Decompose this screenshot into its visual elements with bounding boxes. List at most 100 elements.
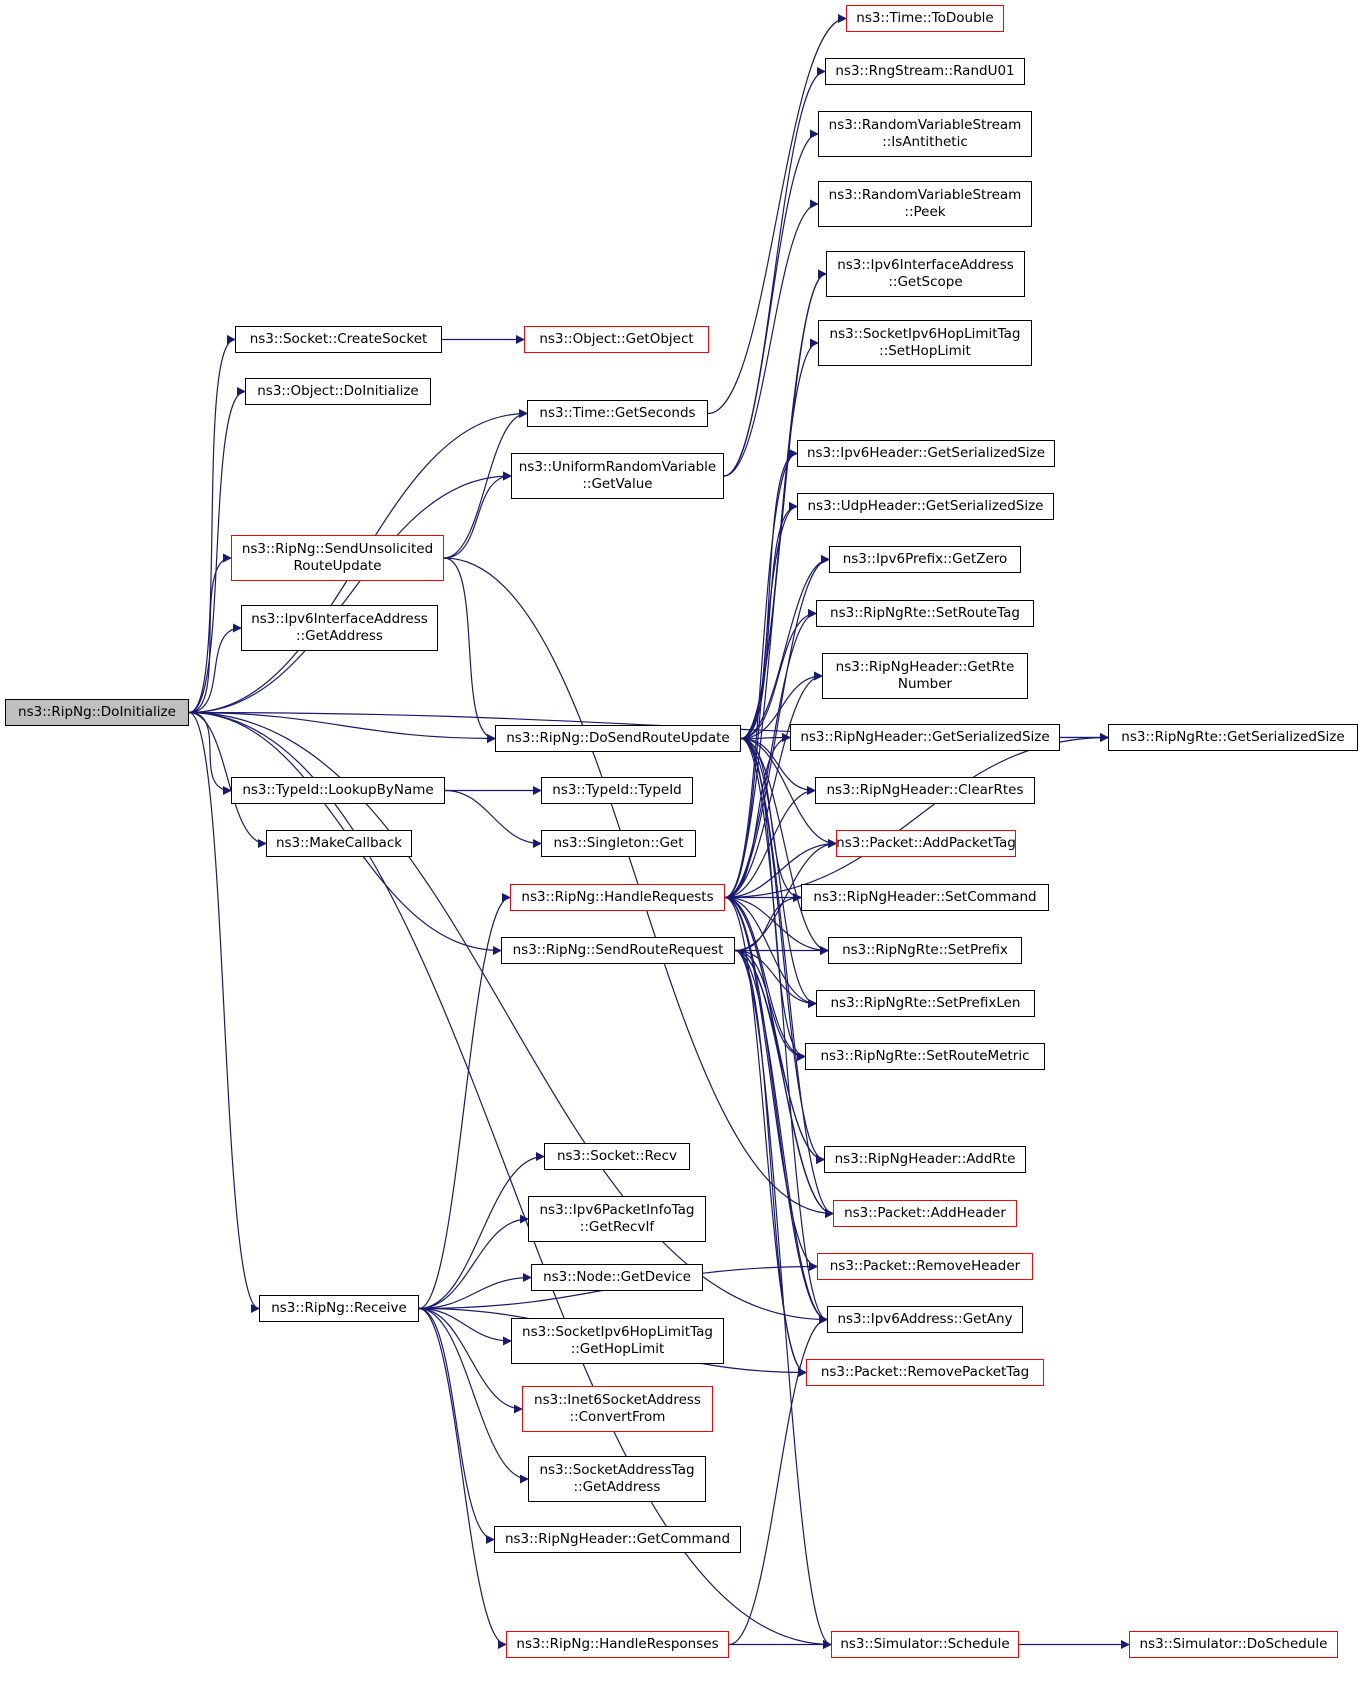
node-udphdrsize[interactable]: ns3::UdpHeader::GetSerializedSize [797, 493, 1054, 520]
edge-sendroutereq-to-ipv6getany [734, 949, 828, 1324]
node-clearrtes[interactable]: ns3::RipNgHeader::ClearRtes [815, 777, 1035, 804]
node-getobject[interactable]: ns3::Object::GetObject [524, 326, 709, 353]
node-ipv6getany[interactable]: ns3::Ipv6Address::GetAny [827, 1306, 1023, 1333]
node-label: ::GetScope [888, 274, 963, 290]
node-label: ns3::Packet::RemovePacketTag [820, 1364, 1030, 1380]
node-label: ::ConvertFrom [569, 1409, 666, 1425]
node-label: ns3::Ipv6PacketInfoTag [539, 1202, 695, 1218]
node-nodegetdevice[interactable]: ns3::Node::GetDevice [531, 1264, 703, 1291]
edge-receive-to-gethoplimit [418, 1307, 512, 1346]
node-rtesize[interactable]: ns3::RipNgRte::GetSerializedSize [1108, 724, 1358, 751]
edge-sendroutereq-to-addpackettag [734, 839, 837, 952]
node-handlereq[interactable]: ns3::RipNg::HandleRequests [510, 884, 725, 911]
node-label: ns3::RipNg::DoInitialize [18, 704, 176, 720]
node-satgetaddress[interactable]: ns3::SocketAddressTag::GetAddress [528, 1456, 706, 1502]
node-label: ::GetAddress [296, 628, 383, 644]
node-convertfrom[interactable]: ns3::Inet6SocketAddress::ConvertFrom [522, 1386, 713, 1432]
edge-dosendroute-to-getrtenumber [740, 671, 823, 740]
edge-urvgetvalue-to-randu01 [723, 67, 826, 477]
node-ipv6hdrsize[interactable]: ns3::Ipv6Header::GetSerializedSize [797, 440, 1055, 467]
node-label: ::GetValue [582, 476, 653, 492]
node-label: ns3::RipNgHeader::GetRte [835, 659, 1015, 675]
node-getseconds[interactable]: ns3::Time::GetSeconds [527, 400, 708, 427]
edge-sendroutereq-to-setroutemetric [734, 949, 806, 1061]
node-label: ns3::RipNgRte::GetSerializedSize [1121, 729, 1345, 745]
node-label: ::Peek [904, 204, 946, 220]
edge-doinit-to-urvgetvalue [188, 471, 512, 714]
node-sendroutereq[interactable]: ns3::RipNg::SendRouteRequest [501, 937, 735, 964]
node-addpackettag[interactable]: ns3::Packet::AddPacketTag [836, 830, 1016, 857]
node-setroutetag[interactable]: ns3::RipNgRte::SetRouteTag [816, 600, 1034, 627]
node-setprefixlen[interactable]: ns3::RipNgRte::SetPrefixLen [816, 990, 1035, 1017]
node-makecallback[interactable]: ns3::MakeCallback [266, 830, 412, 857]
node-addrte[interactable]: ns3::RipNgHeader::AddRte [824, 1146, 1026, 1173]
node-doschedule[interactable]: ns3::Simulator::DoSchedule [1129, 1631, 1338, 1658]
node-pktinfogetrecvif[interactable]: ns3::Ipv6PacketInfoTag::GetRecvIf [528, 1196, 706, 1242]
node-peek[interactable]: ns3::RandomVariableStream::Peek [818, 181, 1032, 227]
node-urvgetvalue[interactable]: ns3::UniformRandomVariable::GetValue [511, 453, 724, 499]
node-getcommand[interactable]: ns3::RipNgHeader::GetCommand [494, 1526, 741, 1553]
edge-doinit-to-makecallback [188, 711, 267, 848]
node-handleresp[interactable]: ns3::RipNg::HandleResponses [506, 1631, 729, 1658]
node-setroutemetric[interactable]: ns3::RipNgRte::SetRouteMetric [805, 1043, 1045, 1070]
node-socketrecv[interactable]: ns3::Socket::Recv [544, 1143, 690, 1170]
edge-dosendroute-to-prefixgetzero [740, 555, 830, 740]
node-todouble[interactable]: ns3::Time::ToDouble [846, 5, 1004, 32]
edge-handlereq-to-setroutetag [724, 609, 817, 899]
edge-receive-to-handlereq [418, 893, 511, 1310]
node-label: ns3::RipNgRte::SetRouteMetric [820, 1048, 1030, 1064]
edge-doinit-to-receive [188, 711, 260, 1313]
edge-handlereq-to-addrte [724, 896, 825, 1164]
node-label: ns3::RipNgHeader::AddRte [834, 1151, 1016, 1167]
edge-receive-to-handleresp [418, 1307, 507, 1649]
node-doinit[interactable]: ns3::RipNg::DoInitialize [5, 699, 189, 726]
node-sethoplimit[interactable]: ns3::SocketIpv6HopLimitTag::SetHopLimit [818, 320, 1032, 366]
node-label: ns3::RandomVariableStream [828, 187, 1022, 203]
node-removeheader[interactable]: ns3::Packet::RemoveHeader [817, 1253, 1033, 1280]
node-label: ns3::Object::GetObject [539, 331, 694, 347]
node-setprefix[interactable]: ns3::RipNgRte::SetPrefix [828, 937, 1022, 964]
edge-sendroutereq-to-setprefixlen [734, 949, 817, 1008]
node-label: ::IsAntithetic [882, 134, 968, 150]
edge-urvgetvalue-to-peek [723, 199, 819, 477]
node-getscope[interactable]: ns3::Ipv6InterfaceAddress::GetScope [826, 251, 1025, 297]
edge-lookupbyname-to-singleton [444, 789, 542, 848]
node-removepackettag[interactable]: ns3::Packet::RemovePacketTag [806, 1359, 1044, 1386]
node-label: ns3::RipNgHeader::GetCommand [504, 1531, 731, 1547]
edge-handlereq-to-riphdrsize [724, 733, 791, 899]
node-label: ns3::UdpHeader::GetSerializedSize [807, 498, 1044, 514]
edge-sendunsol-to-getseconds [443, 409, 528, 559]
node-receive[interactable]: ns3::RipNg::Receive [259, 1295, 419, 1322]
node-riphdrsize[interactable]: ns3::RipNgHeader::GetSerializedSize [790, 724, 1060, 751]
node-schedule[interactable]: ns3::Simulator::Schedule [831, 1631, 1019, 1658]
node-objdoinit[interactable]: ns3::Object::DoInitialize [245, 378, 431, 405]
node-ifgetaddress[interactable]: ns3::Ipv6InterfaceAddress::GetAddress [241, 605, 438, 651]
node-randu01[interactable]: ns3::RngStream::RandU01 [825, 58, 1025, 85]
node-setcommand[interactable]: ns3::RipNgHeader::SetCommand [801, 884, 1049, 911]
edge-sendroutereq-to-setcommand [734, 893, 802, 952]
node-label: ns3::Ipv6Address::GetAny [837, 1311, 1013, 1327]
node-prefixgetzero[interactable]: ns3::Ipv6Prefix::GetZero [829, 546, 1021, 573]
node-label: ns3::TypeId::TypeId [552, 782, 682, 798]
node-createsocket[interactable]: ns3::Socket::CreateSocket [235, 326, 442, 353]
node-gethoplimit[interactable]: ns3::SocketIpv6HopLimitTag::GetHopLimit [511, 1318, 724, 1364]
node-label: ns3::Socket::CreateSocket [249, 331, 428, 347]
node-isantithetic[interactable]: ns3::RandomVariableStream::IsAntithetic [818, 111, 1032, 157]
node-label: ::GetRecvIf [579, 1219, 655, 1235]
node-typeid[interactable]: ns3::TypeId::TypeId [541, 777, 693, 804]
edge-doinit-to-ipv6getany [188, 711, 828, 1324]
node-singleton[interactable]: ns3::Singleton::Get [541, 830, 696, 857]
node-lookupbyname[interactable]: ns3::TypeId::LookupByName [231, 777, 445, 804]
edge-receive-to-getcommand [418, 1307, 495, 1544]
node-label: ns3::RipNg::Receive [271, 1300, 407, 1316]
node-label: ns3::Inet6SocketAddress [534, 1392, 701, 1408]
node-label: ns3::MakeCallback [275, 835, 403, 851]
node-label: ns3::RipNg::DoSendRouteUpdate [506, 730, 730, 746]
node-dosendroute[interactable]: ns3::RipNg::DoSendRouteUpdate [495, 725, 741, 752]
node-label: ns3::TypeId::LookupByName [242, 782, 434, 798]
node-label: ns3::RipNg::HandleResponses [516, 1636, 719, 1652]
node-addheader[interactable]: ns3::Packet::AddHeader [833, 1200, 1017, 1227]
